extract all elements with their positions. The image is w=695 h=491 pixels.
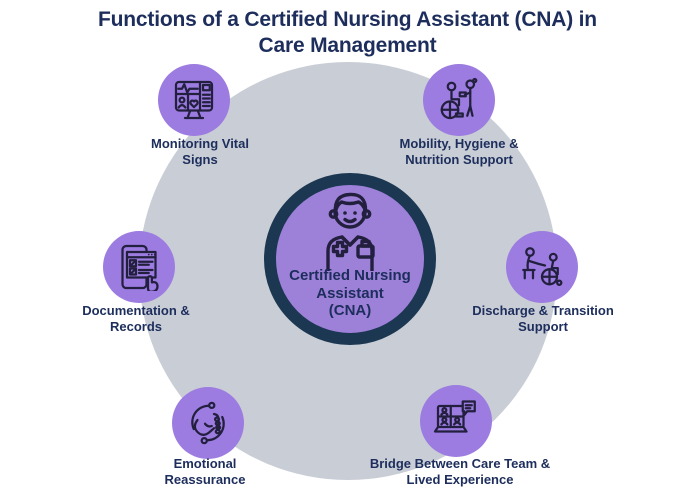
nurse-icon — [326, 192, 375, 271]
label-bridge-care-team: Bridge Between Care Team & Lived Experie… — [369, 456, 551, 487]
node-bridge-care-team — [420, 385, 492, 457]
label-mobility-hygiene-nutrition: Mobility, Hygiene & Nutrition Support — [399, 136, 519, 167]
records-tablet-icon — [121, 244, 159, 291]
wheelchair-caregiver-icon — [440, 77, 478, 120]
label-discharge-transition: Discharge & Transition Support — [472, 303, 614, 334]
label-emotional-reassurance: Emotional Reassurance — [164, 456, 246, 487]
clasped-hands-icon — [191, 401, 225, 445]
center-node-cna: Certified Nursing Assistant (CNA) — [264, 173, 436, 345]
page-title: Functions of a Certified Nursing Assista… — [98, 8, 597, 57]
wheelchair-transition-icon — [522, 247, 563, 286]
node-monitoring-vital-signs — [158, 64, 230, 136]
node-mobility-hygiene-nutrition — [423, 64, 495, 136]
vital-signs-monitor-icon — [174, 80, 214, 120]
node-discharge-transition — [506, 231, 578, 303]
video-call-laptop-icon — [433, 400, 476, 433]
node-emotional-reassurance — [172, 387, 244, 459]
center-node-label: Certified Nursing Assistant (CNA) — [289, 267, 411, 320]
node-documentation-records — [103, 231, 175, 303]
label-monitoring-vital-signs: Monitoring Vital Signs — [151, 136, 249, 167]
label-documentation-records: Documentation & Records — [82, 303, 190, 334]
